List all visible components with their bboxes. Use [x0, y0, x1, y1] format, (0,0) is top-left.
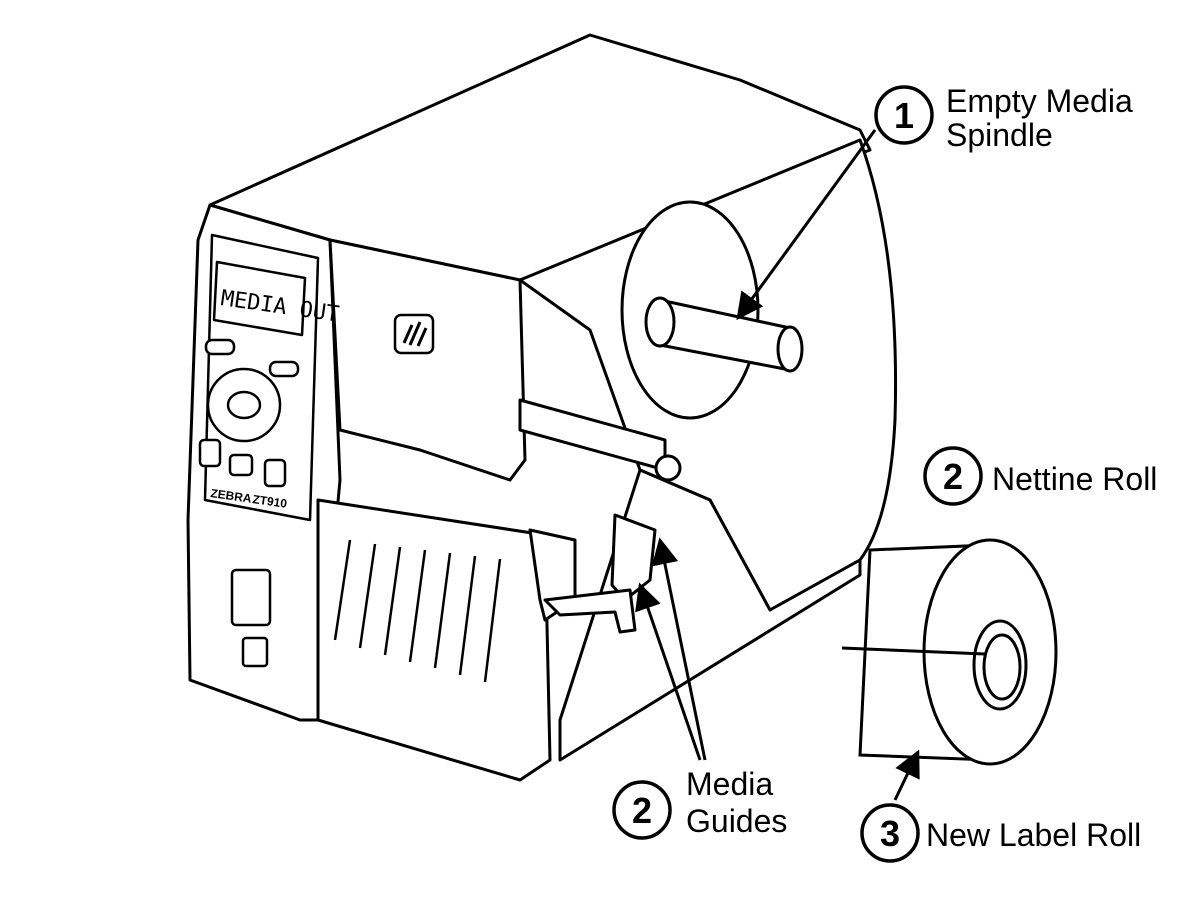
printer-model: ZT910 [252, 492, 289, 511]
lcd-screen [212, 260, 307, 337]
callout-2b-number: 2 [632, 790, 652, 831]
callout-3-number: 3 [880, 813, 900, 854]
rewind-button[interactable] [198, 438, 222, 468]
lower-front-cover [316, 498, 552, 782]
lower-panel-button[interactable] [241, 636, 269, 668]
callout-2-badge [923, 446, 983, 506]
callout-1-number: 1 [894, 95, 914, 136]
callout-2b-label-line2: Guides [686, 803, 787, 839]
callout-2-number: 2 [943, 456, 963, 497]
printer-brand: ZEBRA [210, 486, 253, 506]
forward-button[interactable] [263, 458, 287, 488]
left-soft-button[interactable] [204, 338, 236, 356]
callout-3-label: New Label Roll [926, 817, 1141, 853]
media-guide-rail [543, 588, 637, 634]
tension-knob[interactable] [654, 454, 682, 482]
lower-panel-window [230, 568, 272, 627]
ok-button[interactable] [226, 390, 262, 420]
right-soft-button[interactable] [268, 360, 300, 378]
callout-3-leader [893, 749, 920, 801]
callout-2b-badge [612, 780, 672, 840]
callout-2-leader-b [651, 537, 707, 761]
callout-3-badge [860, 803, 920, 863]
callout-1-badge [874, 85, 934, 145]
callout-2b-label-line1: Media [686, 766, 773, 802]
callout-1-label-line2: Spindle [946, 117, 1053, 153]
printhead-cover [328, 238, 527, 482]
callout-2-label: Nettine Roll [992, 461, 1157, 497]
pause-button[interactable] [228, 453, 254, 477]
callout-1-leader [736, 129, 877, 321]
callout-2-leader-a [635, 582, 702, 761]
callout-1-label-line1: Empty Media [946, 83, 1133, 119]
